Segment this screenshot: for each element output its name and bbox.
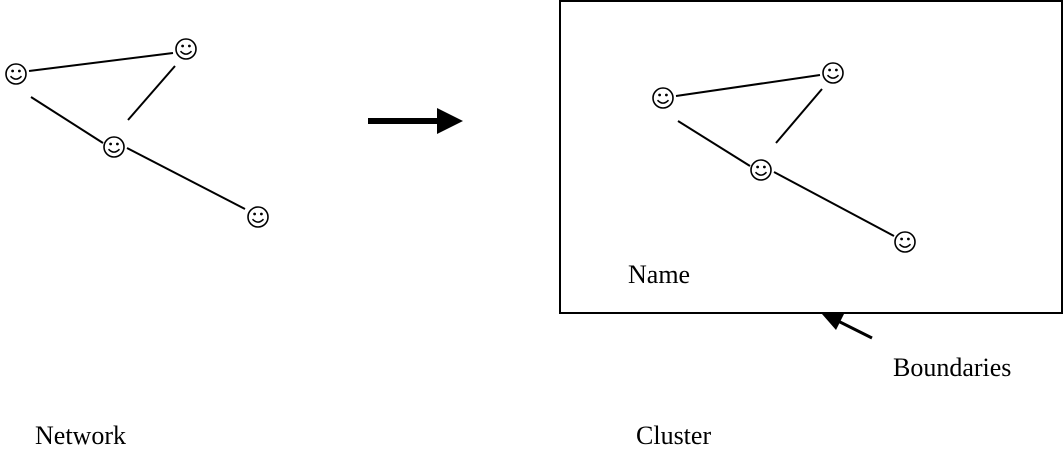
smiley-face-icon [822, 62, 844, 84]
cluster-graph [652, 62, 916, 253]
network-graph [5, 38, 269, 228]
network-edge [28, 52, 174, 72]
cluster-edge [773, 171, 895, 237]
network-edge [127, 65, 176, 121]
cluster-edge [675, 74, 821, 97]
network-edge [30, 96, 104, 144]
smiley-face-icon [175, 38, 197, 60]
right-arrow-icon [368, 108, 463, 134]
pointer-arrow-icon [822, 314, 873, 340]
cluster-caption: Cluster [636, 421, 712, 450]
cluster-edge [775, 88, 823, 144]
network-caption: Network [35, 421, 126, 450]
smiley-face-icon [894, 231, 916, 253]
smiley-face-icon [5, 63, 27, 85]
network-edge [126, 147, 246, 210]
cluster-edge [677, 120, 751, 167]
smiley-face-icon [750, 159, 772, 181]
boundaries-label: Boundaries [893, 353, 1012, 382]
smiley-face-icon [247, 206, 269, 228]
smiley-face-icon [652, 87, 674, 109]
smiley-face-icon [103, 136, 125, 158]
cluster-boundary-box [559, 0, 1063, 314]
cluster-name-label: Name [628, 260, 691, 289]
